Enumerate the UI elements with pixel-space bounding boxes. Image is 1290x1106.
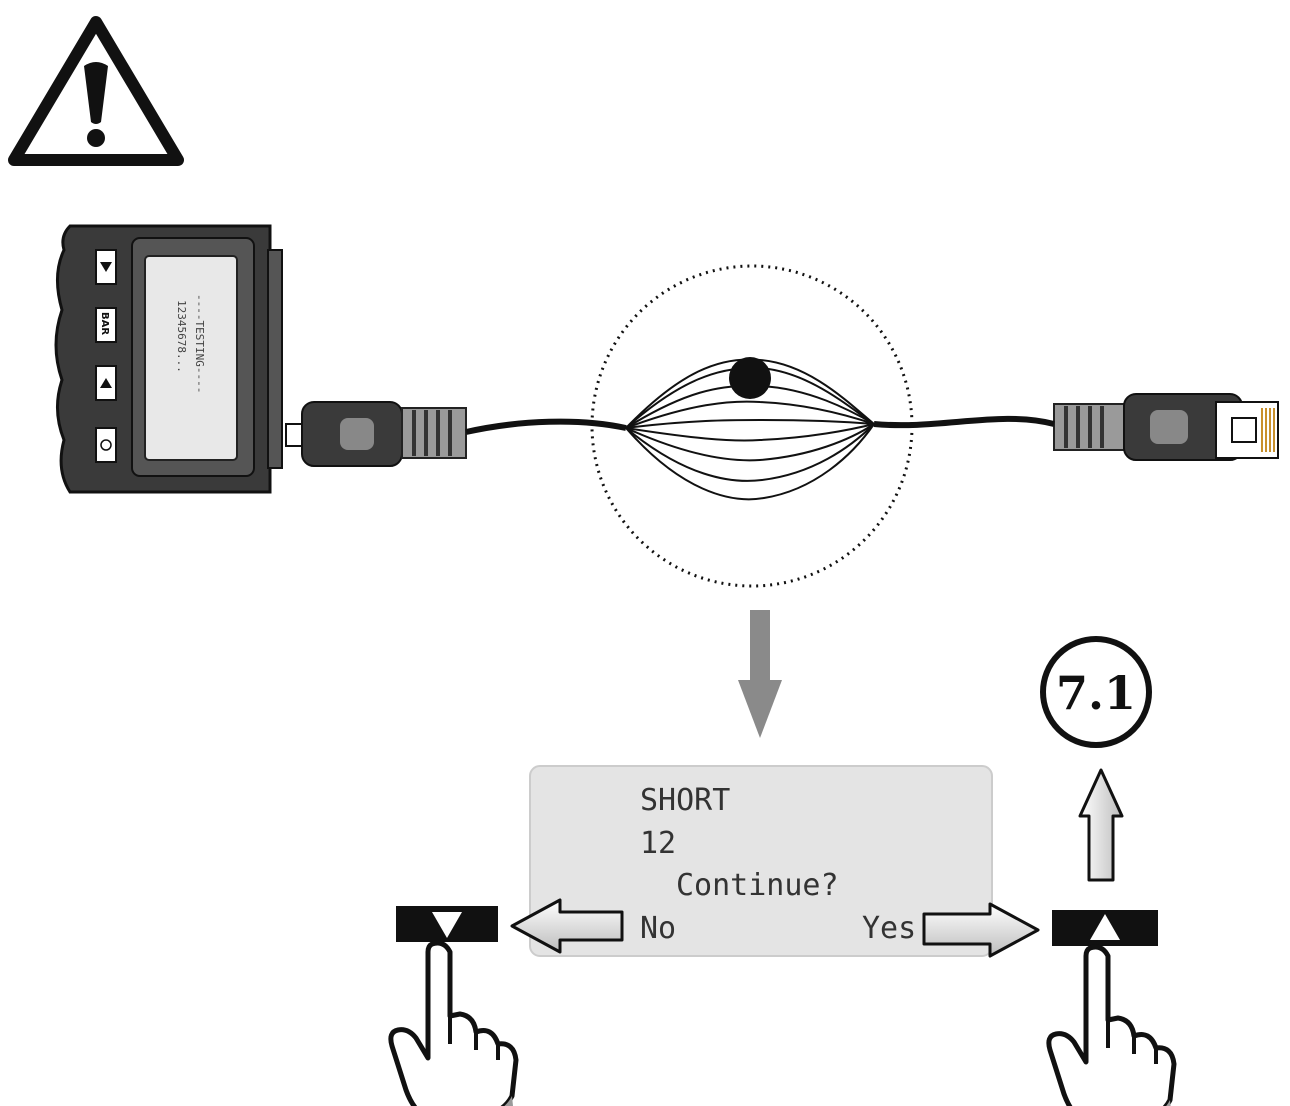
tester-lcd-screen: [144, 255, 238, 461]
option-yes-label: Yes: [862, 911, 916, 946]
power-icon: [100, 439, 112, 451]
flow-arrow-down: [738, 610, 782, 738]
tester-power-key[interactable]: [95, 427, 117, 463]
down-triangle-icon: [432, 912, 462, 938]
warning-triangle-icon: [8, 16, 184, 166]
left-rj45-plug: [285, 401, 467, 467]
step-reference-badge: 7.1: [1040, 636, 1152, 748]
short-point-marker: [729, 357, 771, 399]
network-cable: [465, 415, 1055, 435]
step-reference-label: 7.1: [1056, 666, 1136, 720]
arrow-left-no: [510, 898, 624, 954]
up-triangle-icon: [100, 378, 112, 388]
magnified-short-region: [590, 264, 914, 588]
tester-down-key[interactable]: [95, 249, 117, 285]
option-no-label: No: [640, 911, 676, 946]
tester-screen-line-1: ----TESTING----: [193, 294, 206, 393]
down-key-button[interactable]: [396, 906, 498, 942]
result-line-3: Continue?: [676, 868, 839, 903]
tester-up-key[interactable]: [95, 365, 117, 401]
right-rj45-plug: [1053, 393, 1279, 461]
down-triangle-icon: [100, 262, 112, 272]
arrow-right-yes: [922, 902, 1040, 958]
up-triangle-icon: [1090, 914, 1120, 940]
pointing-hand-icon: [388, 940, 519, 1106]
result-lcd-screen: SHORT 12 Continue? No Yes: [529, 765, 993, 957]
tester-mode-key[interactable]: BAR: [95, 307, 117, 343]
tester-screen-line-2: 12345678...: [175, 300, 188, 373]
result-line-2: 12: [640, 826, 676, 861]
pointing-hand-icon: [1046, 944, 1177, 1106]
cable-tester-device: ----TESTING---- 12345678... BAR: [54, 224, 283, 494]
up-key-button[interactable]: [1052, 910, 1158, 946]
tester-mode-key-label: BAR: [99, 312, 110, 335]
result-line-1: SHORT: [640, 783, 730, 818]
flow-arrow-up: [1078, 768, 1124, 882]
